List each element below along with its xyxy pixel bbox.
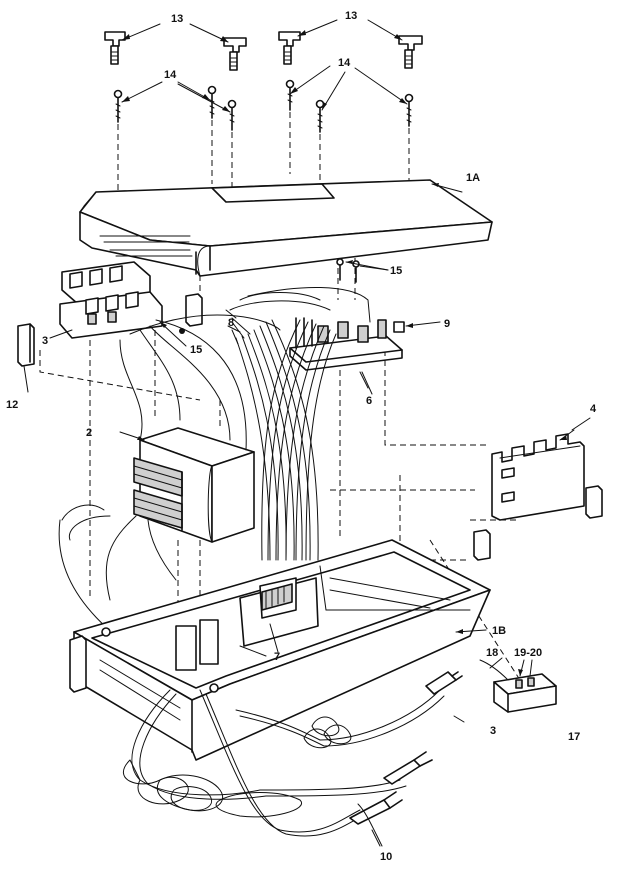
screw [207,85,217,119]
callout-8: 8 [228,317,234,329]
screw [404,93,414,127]
screw [227,99,237,131]
heatsink-4 [473,417,603,561]
terminal-block-3 [59,261,163,339]
callout-9: 9 [444,318,450,330]
leader-lines-misc [23,183,575,653]
hanger-bracket [398,35,423,69]
callout-1a: 1A [466,172,480,184]
hanger-bracket [278,31,301,65]
callout-15-right: 15 [390,265,402,277]
hanger-bracket-group [104,31,423,71]
callout-6: 6 [366,395,372,407]
hanger-bracket [104,31,126,65]
callout-15-left: 15 [190,344,202,356]
hanger-bracket [223,37,247,71]
leader-16 [159,321,187,347]
callout-7: 7 [274,651,280,663]
screw [285,79,295,111]
small-screws-15 [336,258,389,283]
screw-group [113,79,414,133]
screw [113,89,123,123]
top-cover-1a [79,179,493,277]
callout-10: 10 [380,851,392,863]
wire-harness-8 [58,287,371,671]
circuit-board-6 [289,317,441,389]
callout-labels: 13 13 14 14 1A 15 15 3 8 9 6 12 4 2 1B 7… [6,10,597,863]
leader-lines-top [121,19,408,113]
insulator-block-12 [17,293,203,367]
callout-19-20: 19-20 [514,647,542,659]
output-cables-10 [123,689,433,847]
callout-3-terminal: 3 [42,335,48,347]
base-tray-1b [69,539,491,761]
callout-4: 4 [590,403,597,415]
callout-17: 17 [568,731,580,743]
switch-box-17 [479,657,557,713]
callout-18: 18 [486,647,498,659]
callout-14-right: 14 [338,57,351,69]
power-cord-3 [235,671,465,749]
callout-14-left: 14 [164,69,177,81]
callout-3-cord: 3 [490,725,496,737]
callout-1b: 1B [492,625,506,637]
screw [315,99,325,133]
callout-12: 12 [6,399,18,411]
callout-13-left: 13 [171,13,183,25]
callout-13-right: 13 [345,10,357,22]
callout-2: 2 [86,427,92,439]
transformer-2 [119,427,255,543]
